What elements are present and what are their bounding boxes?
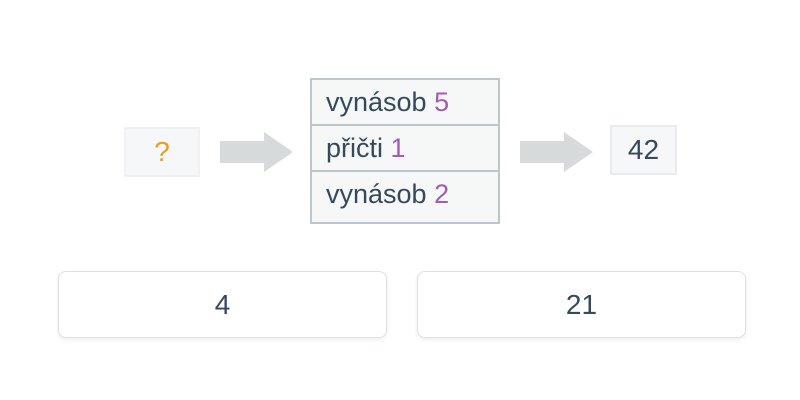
operation-value: 2 (434, 179, 450, 209)
operation-label: vynásob (326, 87, 427, 117)
operation-row: vynásob 2 (312, 172, 498, 218)
output-value: 42 (627, 134, 660, 165)
output-box: 42 (610, 125, 677, 175)
arrow-right-icon (220, 132, 293, 172)
answer-button-4[interactable]: 4 (58, 271, 387, 338)
operation-row: vynásob 5 (312, 80, 498, 126)
arrow-right-icon (520, 132, 593, 172)
operation-value: 1 (390, 133, 406, 163)
operation-label: přičti (326, 133, 384, 163)
operation-label: vynásob (326, 179, 427, 209)
input-unknown-label: ? (154, 136, 170, 167)
answer-button-21[interactable]: 21 (417, 271, 746, 338)
operations-box: vynásob 5 přičti 1 vynásob 2 (310, 78, 500, 224)
input-unknown-box: ? (124, 127, 200, 177)
operation-row: přičti 1 (312, 126, 498, 172)
operation-value: 5 (434, 87, 450, 117)
